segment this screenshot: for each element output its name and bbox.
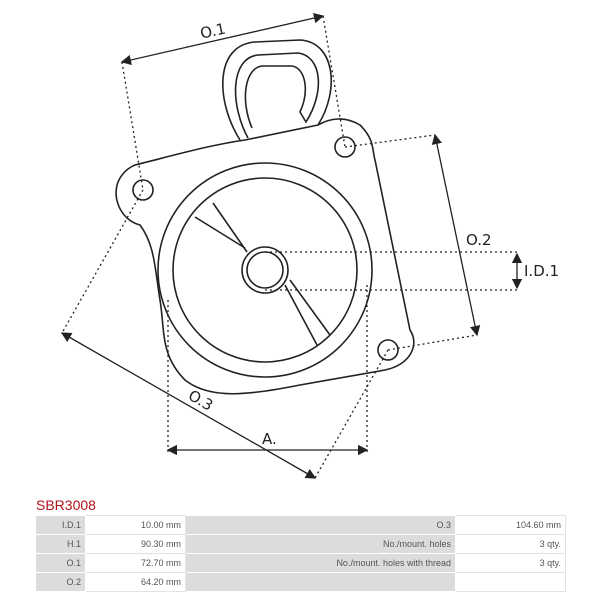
spec-value: 72.70 mm bbox=[85, 553, 186, 573]
spec-key: I.D.1 bbox=[35, 515, 86, 535]
label-a: A. bbox=[262, 430, 277, 448]
spec-value: 64.20 mm bbox=[85, 572, 186, 592]
label-o2: O.2 bbox=[466, 231, 492, 249]
spec-value: 90.30 mm bbox=[85, 534, 186, 554]
spec-key: O.3 bbox=[185, 515, 456, 535]
label-o3: O.3 bbox=[185, 386, 216, 414]
spec-value: 3 qty. bbox=[455, 534, 566, 554]
spec-value: 10.00 mm bbox=[85, 515, 186, 535]
spec-value bbox=[455, 572, 566, 592]
bracket-outline bbox=[115, 39, 415, 395]
label-id1: I.D.1 bbox=[524, 262, 559, 280]
spec-value: 3 qty. bbox=[455, 553, 566, 573]
spec-key: No./mount. holes bbox=[185, 534, 456, 554]
spec-key: O.2 bbox=[35, 572, 86, 592]
spec-value: 104.60 mm bbox=[455, 515, 566, 535]
spec-key bbox=[185, 572, 456, 592]
spec-key: No./mount. holes with thread bbox=[185, 553, 456, 573]
spec-key: O.1 bbox=[35, 553, 86, 573]
dimension-lines bbox=[60, 12, 523, 479]
label-o1: O.1 bbox=[199, 20, 228, 43]
product-code: SBR3008 bbox=[36, 497, 96, 513]
spec-key: H.1 bbox=[35, 534, 86, 554]
technical-drawing: O.1 O.2 I.D.1 O.3 A. bbox=[60, 12, 559, 479]
